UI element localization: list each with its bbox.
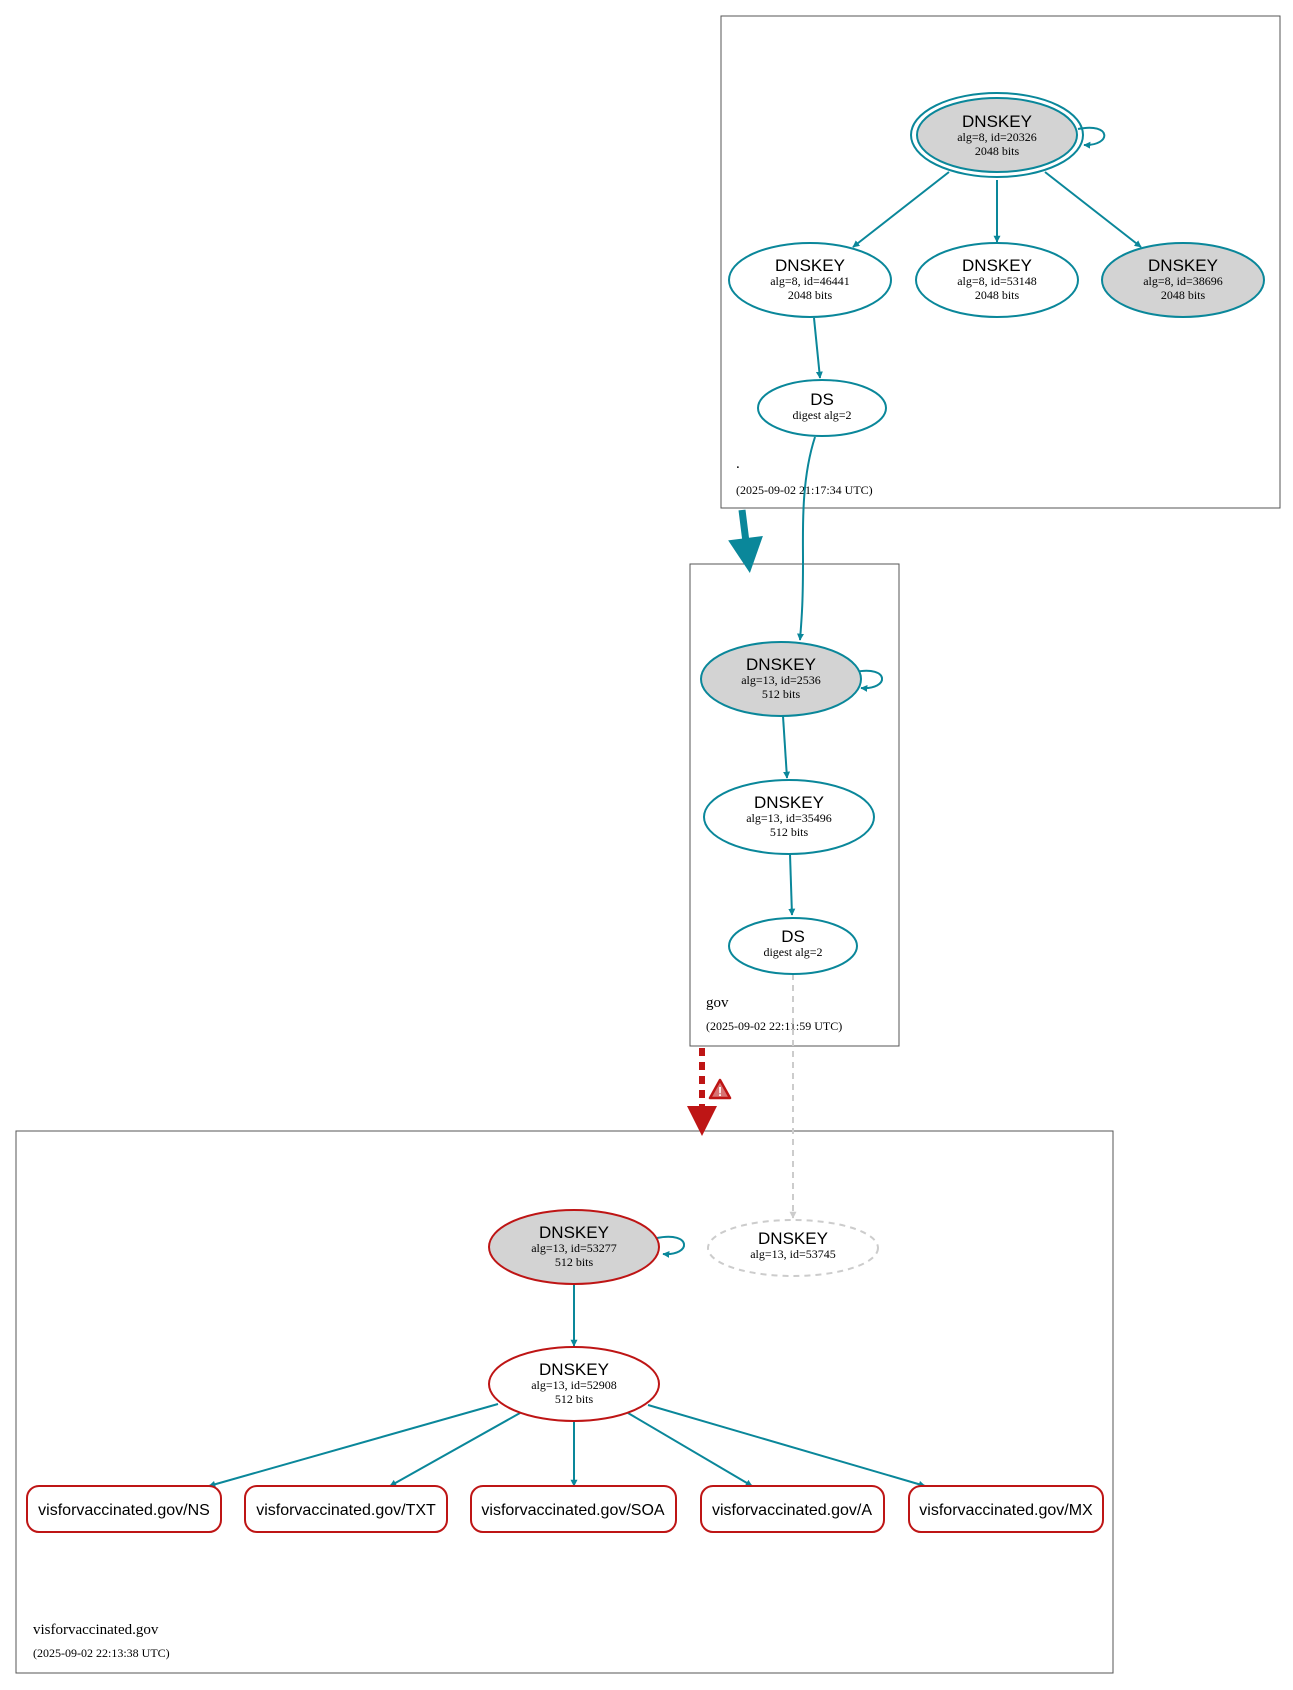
rrset-soa[interactable]: visforvaccinated.gov/SOA [470,1485,677,1533]
node-alg-id: alg=13, id=35496 [746,811,832,825]
warning-icon: ! [708,1078,732,1100]
rrset-label: visforvaccinated.gov/A [712,1502,872,1519]
edge-leaf-zsk-ns [208,1403,499,1488]
node-leaf-missing-key[interactable]: DNSKEY alg=13, id=53745 [707,1219,879,1277]
delegation-root-gov [728,509,763,573]
rrset-ns[interactable]: visforvaccinated.gov/NS [26,1485,222,1533]
node-alg-id: alg=8, id=53148 [957,274,1037,288]
node-root-ksk[interactable]: DNSKEY alg=8, id=20326 2048 bits [910,92,1084,178]
node-root-ksk-38696[interactable]: DNSKEY alg=8, id=38696 2048 bits [1101,242,1265,318]
rrset-label: visforvaccinated.gov/SOA [481,1502,665,1519]
rrset-a[interactable]: visforvaccinated.gov/A [700,1485,885,1533]
node-leaf-zsk[interactable]: DNSKEY alg=13, id=52908 512 bits [488,1346,660,1422]
node-title: DNSKEY [962,256,1032,275]
node-root-zsk-53148[interactable]: DNSKEY alg=8, id=53148 2048 bits [915,242,1079,318]
node-digest: digest alg=2 [792,408,851,422]
node-root-zsk-46441[interactable]: DNSKEY alg=8, id=46441 2048 bits [728,242,892,318]
node-key-size: 2048 bits [788,288,833,302]
zone-timestamp-gov: (2025-09-02 22:11:59 UTC) [706,1019,842,1033]
node-title: DNSKEY [539,1360,609,1379]
node-gov-ds[interactable]: DS digest alg=2 [728,917,858,975]
edge-leaf-ksk-self [656,1235,685,1258]
zone-name-gov: gov [706,995,729,1011]
node-key-size: 2048 bits [975,288,1020,302]
edge-root-ds-gov-ksk [797,436,816,641]
node-title: DS [810,390,834,409]
node-title: DNSKEY [775,256,845,275]
node-alg-id: alg=13, id=52908 [531,1378,617,1392]
zone-name-leaf: visforvaccinated.gov [33,1622,159,1638]
zone-timestamp-leaf: (2025-09-02 22:13:38 UTC) [33,1646,170,1660]
node-gov-ksk[interactable]: DNSKEY alg=13, id=2536 512 bits [700,641,862,717]
edge-root-ksk-self [1077,126,1106,149]
node-title: DNSKEY [758,1229,828,1248]
edge-root-ksk-zsk1 [852,171,950,248]
node-alg-id: alg=13, id=2536 [741,673,821,687]
edge-leaf-zsk-mx [647,1404,926,1488]
edge-leaf-zsk-a [627,1412,753,1487]
node-title: DNSKEY [746,655,816,674]
node-gov-zsk[interactable]: DNSKEY alg=13, id=35496 512 bits [703,779,875,855]
edge-root-ksk-ksk2 [1044,171,1142,248]
rrset-txt[interactable]: visforvaccinated.gov/TXT [244,1485,448,1533]
node-key-size: 512 bits [555,1255,594,1269]
node-title: DNSKEY [754,793,824,812]
node-alg-id: alg=13, id=53277 [531,1241,617,1255]
node-root-ds[interactable]: DS digest alg=2 [757,379,887,437]
edge-gov-ksk-self [854,669,883,692]
edge-gov-zsk-ds [788,853,796,916]
node-alg-id: alg=8, id=20326 [957,130,1037,144]
node-key-size: 2048 bits [975,144,1020,158]
node-title: DNSKEY [1148,256,1218,275]
zone-name-root: . [736,456,740,472]
node-leaf-ksk[interactable]: DNSKEY alg=13, id=53277 512 bits [488,1209,660,1285]
node-digest: digest alg=2 [763,945,822,959]
edge-gov-ksk-zsk [782,715,791,779]
rrset-label: visforvaccinated.gov/TXT [256,1502,436,1519]
node-title: DS [781,927,805,946]
node-title: DNSKEY [962,112,1032,131]
zone-box-root [720,15,1281,509]
node-key-size: 512 bits [762,687,801,701]
svg-text:!: ! [718,1084,722,1099]
node-key-size: 512 bits [770,825,809,839]
node-alg-id: alg=13, id=53745 [750,1247,836,1261]
node-alg-id: alg=8, id=38696 [1143,274,1223,288]
zone-box-leaf [15,1130,1114,1674]
rrset-label: visforvaccinated.gov/NS [38,1502,210,1519]
node-key-size: 2048 bits [1161,288,1206,302]
edge-root-zsk1-ds [813,317,823,379]
rrset-label: visforvaccinated.gov/MX [919,1502,1093,1519]
node-alg-id: alg=8, id=46441 [770,274,850,288]
rrset-mx[interactable]: visforvaccinated.gov/MX [908,1485,1104,1533]
zone-box-gov [689,563,900,1047]
node-key-size: 512 bits [555,1392,594,1406]
node-title: DNSKEY [539,1223,609,1242]
edge-leaf-zsk-txt [389,1412,521,1487]
